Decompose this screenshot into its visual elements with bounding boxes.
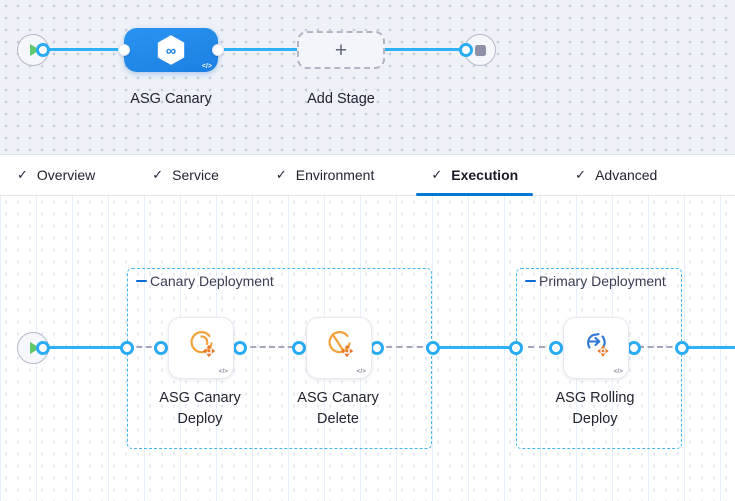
asg-delete-icon <box>328 331 354 358</box>
connector-port[interactable] <box>36 341 50 355</box>
connector-port[interactable] <box>292 341 306 355</box>
code-icon: </> <box>201 63 212 70</box>
group-primary-deployment[interactable] <box>516 268 682 449</box>
collapse-dash-icon[interactable] <box>525 279 536 283</box>
step-label: ASG Rolling Deploy <box>555 390 635 427</box>
stage-node-asg-canary[interactable]: ∞ </> <box>118 28 224 72</box>
step-label: ASG Canary Delete <box>297 390 379 427</box>
connector-line <box>224 48 297 51</box>
connector-port[interactable] <box>459 43 473 57</box>
connector-line <box>385 48 461 51</box>
check-icon: ✓ <box>275 167 287 182</box>
play-icon <box>29 44 40 56</box>
add-stage-button[interactable]: + <box>297 31 385 69</box>
connector-port[interactable] <box>675 341 689 355</box>
dashed-connector <box>241 346 303 348</box>
connector-line <box>47 48 125 51</box>
tab-advanced[interactable]: ✓ Advanced <box>560 155 672 195</box>
connector-port[interactable] <box>426 341 440 355</box>
tab-label: Service <box>172 167 219 183</box>
pipeline-canvas-top[interactable]: ∞ </> ASG Canary + Add Stage <box>0 0 735 155</box>
step-label: ASG Canary Deploy <box>159 390 241 427</box>
svg-text:∞: ∞ <box>166 44 176 60</box>
group-canary-deployment[interactable] <box>127 268 432 449</box>
tab-label: Advanced <box>595 167 658 183</box>
connector-line <box>433 346 517 349</box>
stage-label: ASG Canary <box>130 91 212 107</box>
step-card-asg-rolling-deploy[interactable]: </> <box>563 317 629 379</box>
connector-port[interactable] <box>120 341 134 355</box>
code-icon: </> <box>218 368 228 375</box>
add-stage-label: Add Stage <box>307 91 375 107</box>
stage-config-tab-bar: ✓ Overview ✓ Service ✓ Environment ✓ Exe… <box>0 155 735 196</box>
asg-deploy-icon <box>190 331 216 358</box>
check-icon: ✓ <box>575 167 587 182</box>
tab-label: Execution <box>451 167 519 183</box>
stage-hexagon-icon: ∞ <box>157 35 185 65</box>
tab-label: Overview <box>36 167 96 183</box>
check-icon: ✓ <box>152 167 164 182</box>
execution-canvas[interactable]: Canary Deployment Primary Deployment <box>0 196 735 501</box>
connector-line <box>681 346 735 349</box>
step-card-asg-canary-deploy[interactable]: </> <box>168 317 234 379</box>
stage-port-right[interactable] <box>212 44 224 56</box>
dashed-connector <box>517 346 556 348</box>
group-label: Primary Deployment <box>539 273 666 289</box>
connector-port[interactable] <box>370 341 384 355</box>
dashed-connector <box>127 346 161 348</box>
group-label-canary[interactable]: Canary Deployment <box>136 273 274 289</box>
active-tab-underline <box>416 192 534 196</box>
tab-service[interactable]: ✓ Service <box>137 155 234 195</box>
plus-icon: + <box>334 38 348 62</box>
connector-port[interactable] <box>154 341 168 355</box>
dashed-connector <box>376 346 433 348</box>
check-icon: ✓ <box>17 167 28 182</box>
connector-port[interactable] <box>36 43 50 57</box>
group-label: Canary Deployment <box>150 273 274 289</box>
connector-port[interactable] <box>233 341 247 355</box>
code-icon: </> <box>613 368 623 375</box>
check-icon: ✓ <box>431 167 443 182</box>
dashed-connector <box>638 346 682 348</box>
connector-port[interactable] <box>627 341 641 355</box>
code-icon: </> <box>356 368 366 375</box>
asg-rolling-icon <box>587 333 609 357</box>
stop-icon <box>474 44 486 56</box>
tab-environment[interactable]: ✓ Environment <box>261 155 390 195</box>
connector-line <box>47 346 128 349</box>
connector-port[interactable] <box>549 341 563 355</box>
tab-execution[interactable]: ✓ Execution <box>416 155 534 196</box>
step-card-asg-canary-delete[interactable]: </> <box>306 317 372 379</box>
collapse-dash-icon[interactable] <box>136 279 147 283</box>
play-icon <box>29 342 40 354</box>
group-label-primary[interactable]: Primary Deployment <box>525 273 666 289</box>
stage-port-left[interactable] <box>118 44 130 56</box>
connector-port[interactable] <box>509 341 523 355</box>
tab-overview[interactable]: ✓ Overview <box>2 155 110 195</box>
tab-label: Environment <box>295 167 375 183</box>
